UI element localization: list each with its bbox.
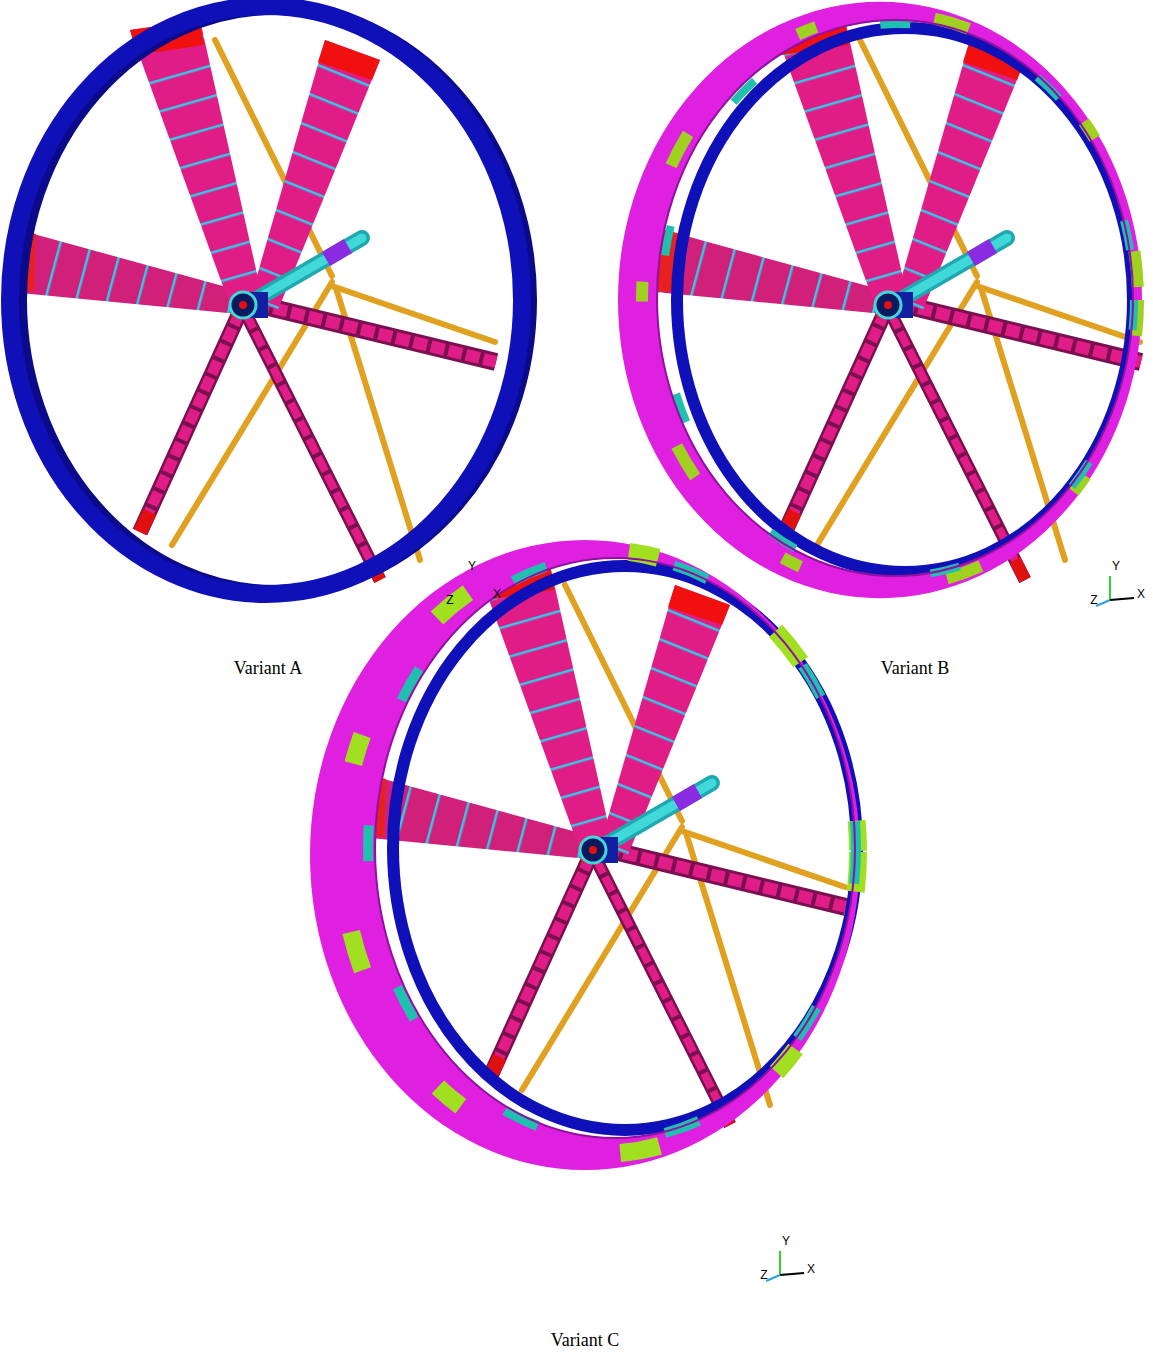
axis-label: Z xyxy=(1090,593,1097,607)
axis-label: X xyxy=(1137,587,1145,601)
variant-b-model xyxy=(618,2,1142,606)
axis-label: Z xyxy=(760,1268,767,1282)
axis-label: X xyxy=(493,587,501,601)
axis-label: X xyxy=(807,1262,815,1276)
axis-label: Y xyxy=(782,1234,790,1248)
variant-caption: Variant B xyxy=(881,658,949,679)
axis-label: Y xyxy=(1112,559,1120,573)
variant-a-model xyxy=(10,6,530,606)
axis-label: Y xyxy=(468,559,476,573)
variant-c-model xyxy=(310,540,860,1281)
variant-caption: Variant A xyxy=(234,658,302,679)
variant-caption: Variant C xyxy=(551,1330,619,1351)
axis-label: Z xyxy=(446,593,453,607)
